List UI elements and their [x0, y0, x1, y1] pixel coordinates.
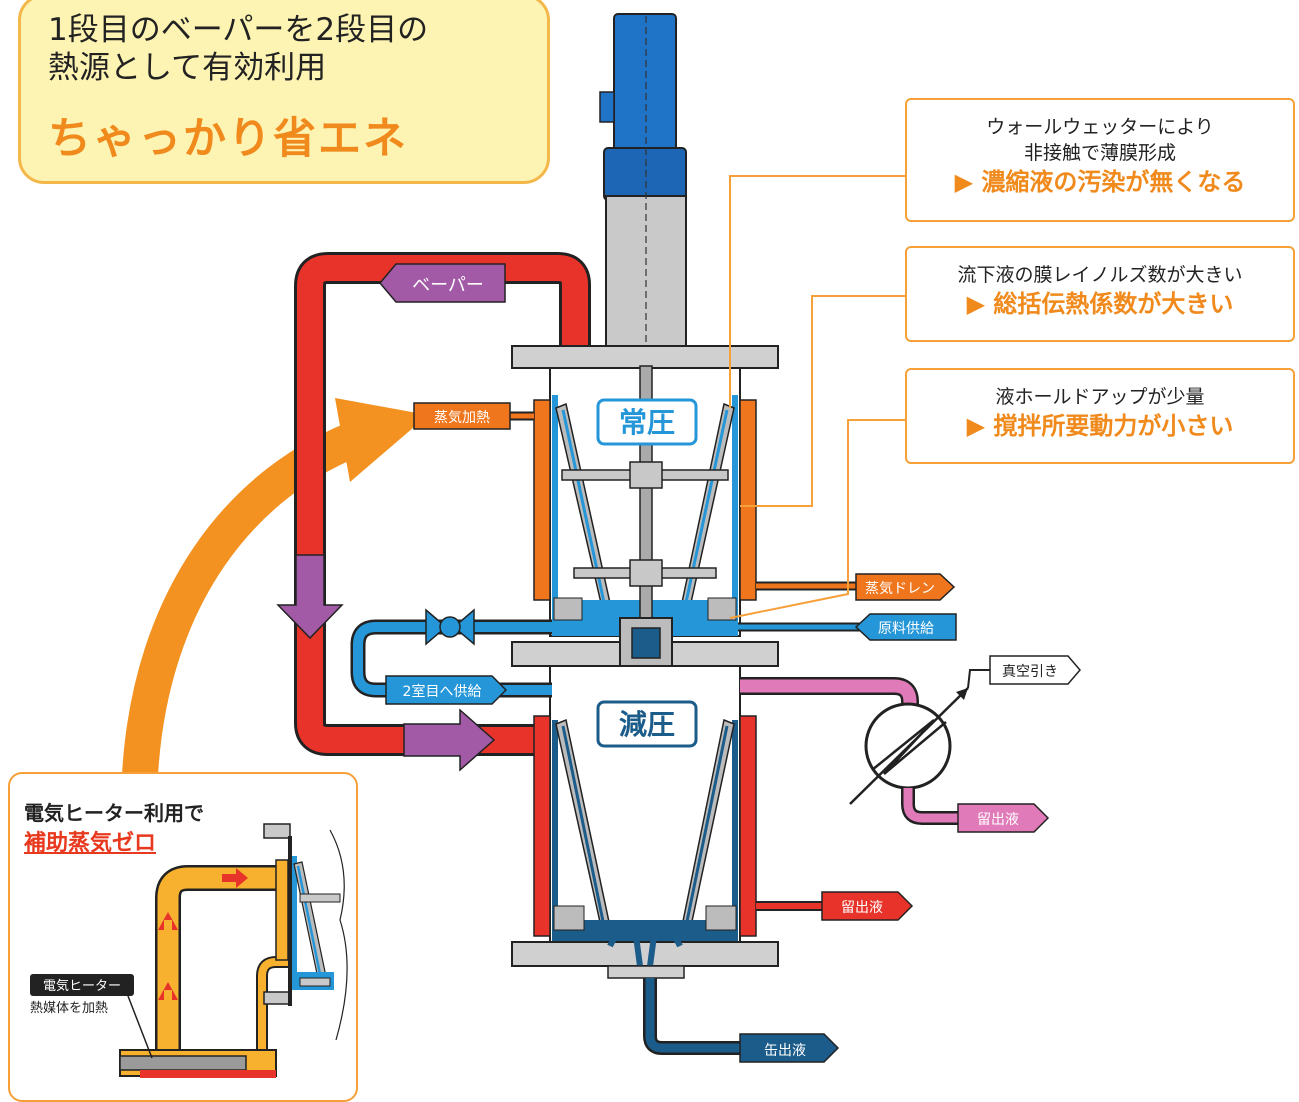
vacuum-tag [989, 655, 1081, 685]
vapor-tag [379, 263, 506, 303]
callout-2-line1: 流下液の膜レイノルズ数が大きい [957, 264, 1243, 286]
title-line-2: 熱源として有効利用 [48, 50, 327, 86]
inset-highlight: 補助蒸気ゼロ [24, 831, 157, 856]
inset-electric-heater [8, 772, 358, 1102]
lower-baffle-right [705, 905, 737, 931]
upper-baffle-left [553, 597, 583, 621]
feed-to-second-label: 2室目へ供給 [403, 683, 482, 700]
callout-1-line2: 非接触で薄膜形成 [1023, 142, 1176, 164]
valve-right [452, 608, 475, 646]
inset-flow-arrow-2 [158, 982, 178, 1000]
lower-chamber-label: 減圧 [619, 708, 675, 741]
feed-to-second-tag [385, 675, 508, 705]
steam-heating-label: 蒸気加熱 [434, 410, 490, 426]
callout-1-leader [729, 175, 905, 408]
upper-jacket-right [739, 399, 757, 601]
upper-film-left [552, 395, 558, 620]
callout-3-leader [729, 419, 905, 619]
distillate-label: 留出液 [841, 900, 883, 916]
raw-feed-label: 原料供給 [878, 621, 934, 637]
valve-icon [439, 616, 461, 638]
callout-reynolds: 流下液の膜レイノルズ数が大きい ▶ 総括伝熱係数が大きい [905, 246, 1295, 342]
vacuum-line [967, 669, 990, 689]
vapor-label: ベーパー [412, 275, 484, 296]
motor-box [599, 91, 615, 123]
distillate-cond-tag [957, 803, 1050, 833]
valve-left [425, 608, 448, 646]
upper-jacket-left [533, 399, 551, 601]
steam-heating-tag [413, 402, 511, 430]
lower-blade-film-right [682, 725, 729, 937]
can-output-tag [739, 1033, 840, 1063]
title-box [18, 0, 550, 184]
vapor-pipe [297, 255, 588, 753]
condensate-pipe [903, 788, 962, 823]
upper-chamber-label: 常圧 [619, 406, 675, 439]
upper-baffle-right [707, 597, 737, 621]
inset-heater-label: 電気ヒーター [43, 978, 121, 994]
inset-heater-desc: 熱媒体を加熱 [30, 1001, 108, 1016]
lower-film-left [552, 720, 558, 940]
coupling-core [631, 627, 661, 659]
upper-chamber-tag [596, 398, 698, 446]
callout-holdup: 液ホールドアップが少量 ▶ 撹拌所要動力が小さい [905, 368, 1295, 464]
callout-3-line1: 液ホールドアップが少量 [995, 386, 1205, 408]
title-highlight: ちゃっかり省エネ [48, 114, 408, 164]
inset-flow-arrow-1 [158, 912, 178, 930]
lower-jacket-right [739, 715, 757, 937]
transfer-pipe [353, 622, 552, 695]
callout-3-highlight: ▶ 撹拌所要動力が小さい [966, 412, 1234, 440]
upper-film-right [732, 395, 738, 620]
inset-return-pipe [258, 958, 290, 1062]
distillate-tag [821, 891, 914, 921]
inset-title: 電気ヒーター利用で [24, 801, 204, 825]
vacuum-label: 真空引き [1002, 664, 1058, 680]
lower-film-right [732, 720, 738, 940]
callout-1-highlight: ▶ 濃縮液の汚染が無くなる [954, 168, 1246, 196]
vapor-down-arrow [276, 554, 344, 640]
callout-2-leader [740, 295, 905, 507]
lower-blade-film-left [561, 725, 608, 937]
inset-heat-pipe [157, 867, 278, 1062]
inset-break-line [329, 829, 348, 1041]
distillate-cond-label: 留出液 [977, 812, 1019, 828]
vapor-right-arrow [403, 708, 496, 772]
inset-heater-element [119, 1055, 247, 1071]
raw-feed-tag [854, 613, 957, 641]
cond-vapor-pipe [740, 679, 917, 712]
steam-drain-label: 蒸気ドレン [865, 581, 935, 597]
lower-chamber-tag [596, 700, 698, 748]
steam-drain-tag [855, 573, 956, 601]
lower-jacket-left [533, 715, 551, 937]
lower-liquid [552, 920, 738, 942]
bottoms-pipe [645, 978, 740, 1053]
bottoms-outlet-curves [607, 930, 683, 967]
callout-wall-wetter: ウォールウェッターにより 非接触で薄膜形成 ▶ 濃縮液の汚染が無くなる [905, 98, 1295, 222]
inset-jacket [275, 859, 289, 961]
condenser-diagonal [849, 687, 969, 805]
callout-2-highlight: ▶ 総括伝熱係数が大きい [966, 290, 1234, 318]
inset-heater-leader [127, 995, 153, 1059]
title-line-1: 1段目のベーパーを2段目の [48, 12, 429, 48]
energy-recovery-arrowhead [335, 398, 428, 482]
lower-baffle-left [553, 905, 585, 931]
inset-heater-tag [30, 974, 134, 996]
can-output-label: 缶出液 [764, 1043, 806, 1059]
callout-1-line1: ウォールウェッターにより [986, 116, 1214, 138]
inset-flow-arrow-3 [222, 868, 248, 888]
